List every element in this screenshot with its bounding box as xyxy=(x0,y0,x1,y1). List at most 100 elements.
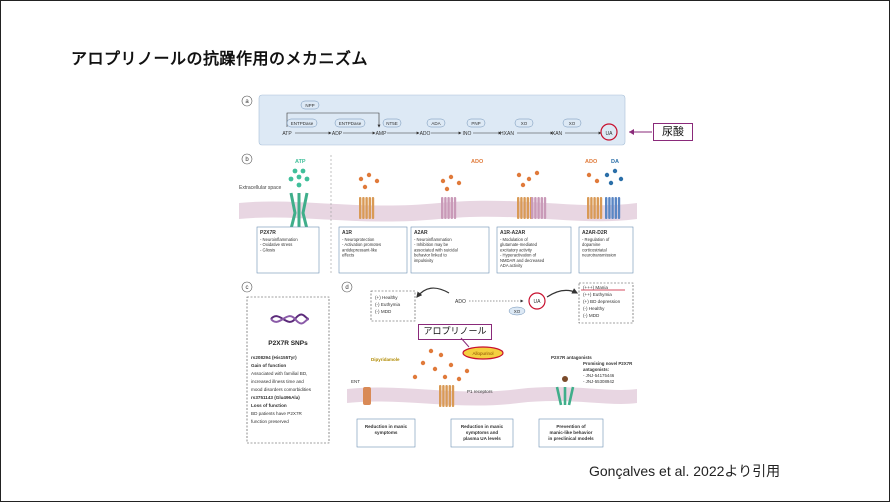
panel-a-letter: a xyxy=(245,99,249,105)
ado-molecule xyxy=(516,172,522,178)
receptor-box-line: - Modulation of xyxy=(500,237,529,242)
metabolite-label: INO xyxy=(463,131,472,137)
p1-receptor-icon xyxy=(448,385,451,407)
ado-label: ADO xyxy=(471,159,484,165)
snp-line: rs3751143 (Glu496Ala) xyxy=(251,395,300,400)
atp-label: ATP xyxy=(295,159,306,165)
outcome-line: symptoms xyxy=(375,430,398,435)
receptor-box-title: A1R-A2AR xyxy=(500,230,526,236)
a1r-a2ar-receptor-icon xyxy=(531,197,547,219)
ua-status-left: (-) MDD xyxy=(375,309,392,314)
receptor-box-line: effects xyxy=(342,253,354,258)
ado-molecule xyxy=(594,178,600,184)
slide-title: アロプリノールの抗躁作用のメカニズム xyxy=(71,49,369,68)
metabolite-label: UA xyxy=(606,131,614,137)
receptor-box-line: excitatory activity xyxy=(500,247,533,252)
enzyme-label: ENTPDase xyxy=(291,121,314,126)
outcome-line: manic-like behavior xyxy=(550,430,593,435)
outcome-line: Prevention of xyxy=(556,424,586,429)
d-xo: XO xyxy=(514,309,521,314)
receptor-box-title: A2AR xyxy=(414,230,428,236)
a2ar-receptor-icon xyxy=(441,197,457,219)
novel-antagonist-line: Promising novel P2X7R xyxy=(583,361,633,366)
ado-molecule xyxy=(428,348,434,354)
metabolite-label: ADP xyxy=(332,131,343,137)
snp-line: Associated with familial BD, xyxy=(251,371,307,376)
receptor-box-line: ADA activity xyxy=(500,263,523,268)
receptor-box-line: antidepressant-like xyxy=(342,247,378,252)
receptor-box-line: dopamine xyxy=(582,242,601,247)
receptor-box xyxy=(338,226,408,274)
atp-molecule xyxy=(300,168,306,174)
enzyme-label: PNP xyxy=(471,121,480,126)
outcome-box xyxy=(538,418,604,448)
receptor-box-line: impulsivity xyxy=(414,258,434,263)
enzyme-label: XO xyxy=(569,121,576,126)
receptor-box-line: - Hyperactivation of xyxy=(500,253,537,258)
p1-receptor-icon xyxy=(451,385,455,407)
outcome-line: in preclinical models xyxy=(548,436,594,441)
ado-molecule xyxy=(366,172,372,178)
da-ado-label: ADO xyxy=(585,159,598,165)
receptor-box-title: A1R xyxy=(342,230,352,236)
snp-line: function preserved xyxy=(251,419,289,424)
da-molecule xyxy=(608,180,614,186)
ent-label: ENT xyxy=(351,379,360,384)
ado-molecule xyxy=(586,172,592,178)
snp-line: rs208294 (His155Tyr) xyxy=(251,355,297,360)
p1-receptor-icon xyxy=(439,385,442,407)
panel-c-letter: c xyxy=(246,285,249,291)
ado-molecule xyxy=(362,184,368,190)
receptor-box xyxy=(410,226,490,274)
panel-c: c P2X7R SNPs rs208294 (His155Tyr)Gain of… xyxy=(241,281,330,444)
metabolite-label: AMP xyxy=(376,131,388,137)
enzyme-pill xyxy=(382,118,402,128)
enzyme-pill xyxy=(334,118,366,128)
receptor-box-line: associated with suicidal xyxy=(414,247,458,252)
metabolite-label: ATP xyxy=(282,131,292,137)
panel-d-letter: d xyxy=(345,285,348,291)
enzyme-pill xyxy=(300,100,320,110)
atp-molecule xyxy=(288,176,294,182)
receptor-box-line: - Neuroinflammation xyxy=(414,237,452,242)
a1r-receptor-icon xyxy=(359,197,375,219)
ado-molecule xyxy=(440,178,446,184)
receptor-box xyxy=(496,226,572,274)
enzyme-pill xyxy=(426,118,446,128)
ado-molecule xyxy=(412,374,418,380)
ado-molecule xyxy=(432,366,438,372)
metabolite-label: ADO xyxy=(420,131,431,137)
p1-label: P1 receptors xyxy=(467,389,493,394)
snp-line: Loss of function xyxy=(251,403,287,408)
receptor-box-line: - Gliosis xyxy=(260,247,275,252)
extracellular-label: Extracellular space xyxy=(239,185,281,191)
receptor-box-line: - Activation promotes xyxy=(342,242,381,247)
d-ado: ADO xyxy=(455,299,466,305)
ado-molecule xyxy=(438,352,444,358)
outcome-line: plasma UA levels xyxy=(463,436,501,441)
receptor-box-line: - Neuroinflammation xyxy=(260,237,298,242)
receptor-box-line: glutamate-mediated xyxy=(500,242,538,247)
ado-molecule xyxy=(442,374,448,380)
receptor-box-line: NMDAR and decreased xyxy=(500,258,545,263)
ua-status-right: (-) Healthy xyxy=(583,306,605,311)
panel-b: b Extracellular space ATP ADO ADO DA P2X… xyxy=(239,153,637,274)
snp-line: mood disorders comorbidities xyxy=(251,387,312,392)
ado-molecule xyxy=(526,176,532,182)
outcome-box xyxy=(356,418,416,448)
outcome-line: symptoms and xyxy=(466,430,499,435)
metabolite-label: HXAN xyxy=(500,131,514,137)
ua-status-right: (-) MDD xyxy=(583,313,600,318)
outcome-line: Reduction in manic xyxy=(365,424,408,429)
urate-callout: 尿酸 xyxy=(653,123,693,141)
da-molecule xyxy=(618,176,624,182)
ado-molecule xyxy=(456,180,462,186)
outcome-line: Reduction in manic xyxy=(461,424,504,429)
ado-molecule xyxy=(374,178,380,184)
atp-molecule xyxy=(296,182,302,188)
receptor-box-title: A2AR-D2R xyxy=(582,230,608,236)
novel-antagonist-line: antagonists: xyxy=(583,367,610,372)
enzyme-pill xyxy=(286,118,318,128)
receptor-box-line: - Inhibition may be xyxy=(414,242,449,247)
ua-status-left: (-) Euthymia xyxy=(375,302,400,307)
